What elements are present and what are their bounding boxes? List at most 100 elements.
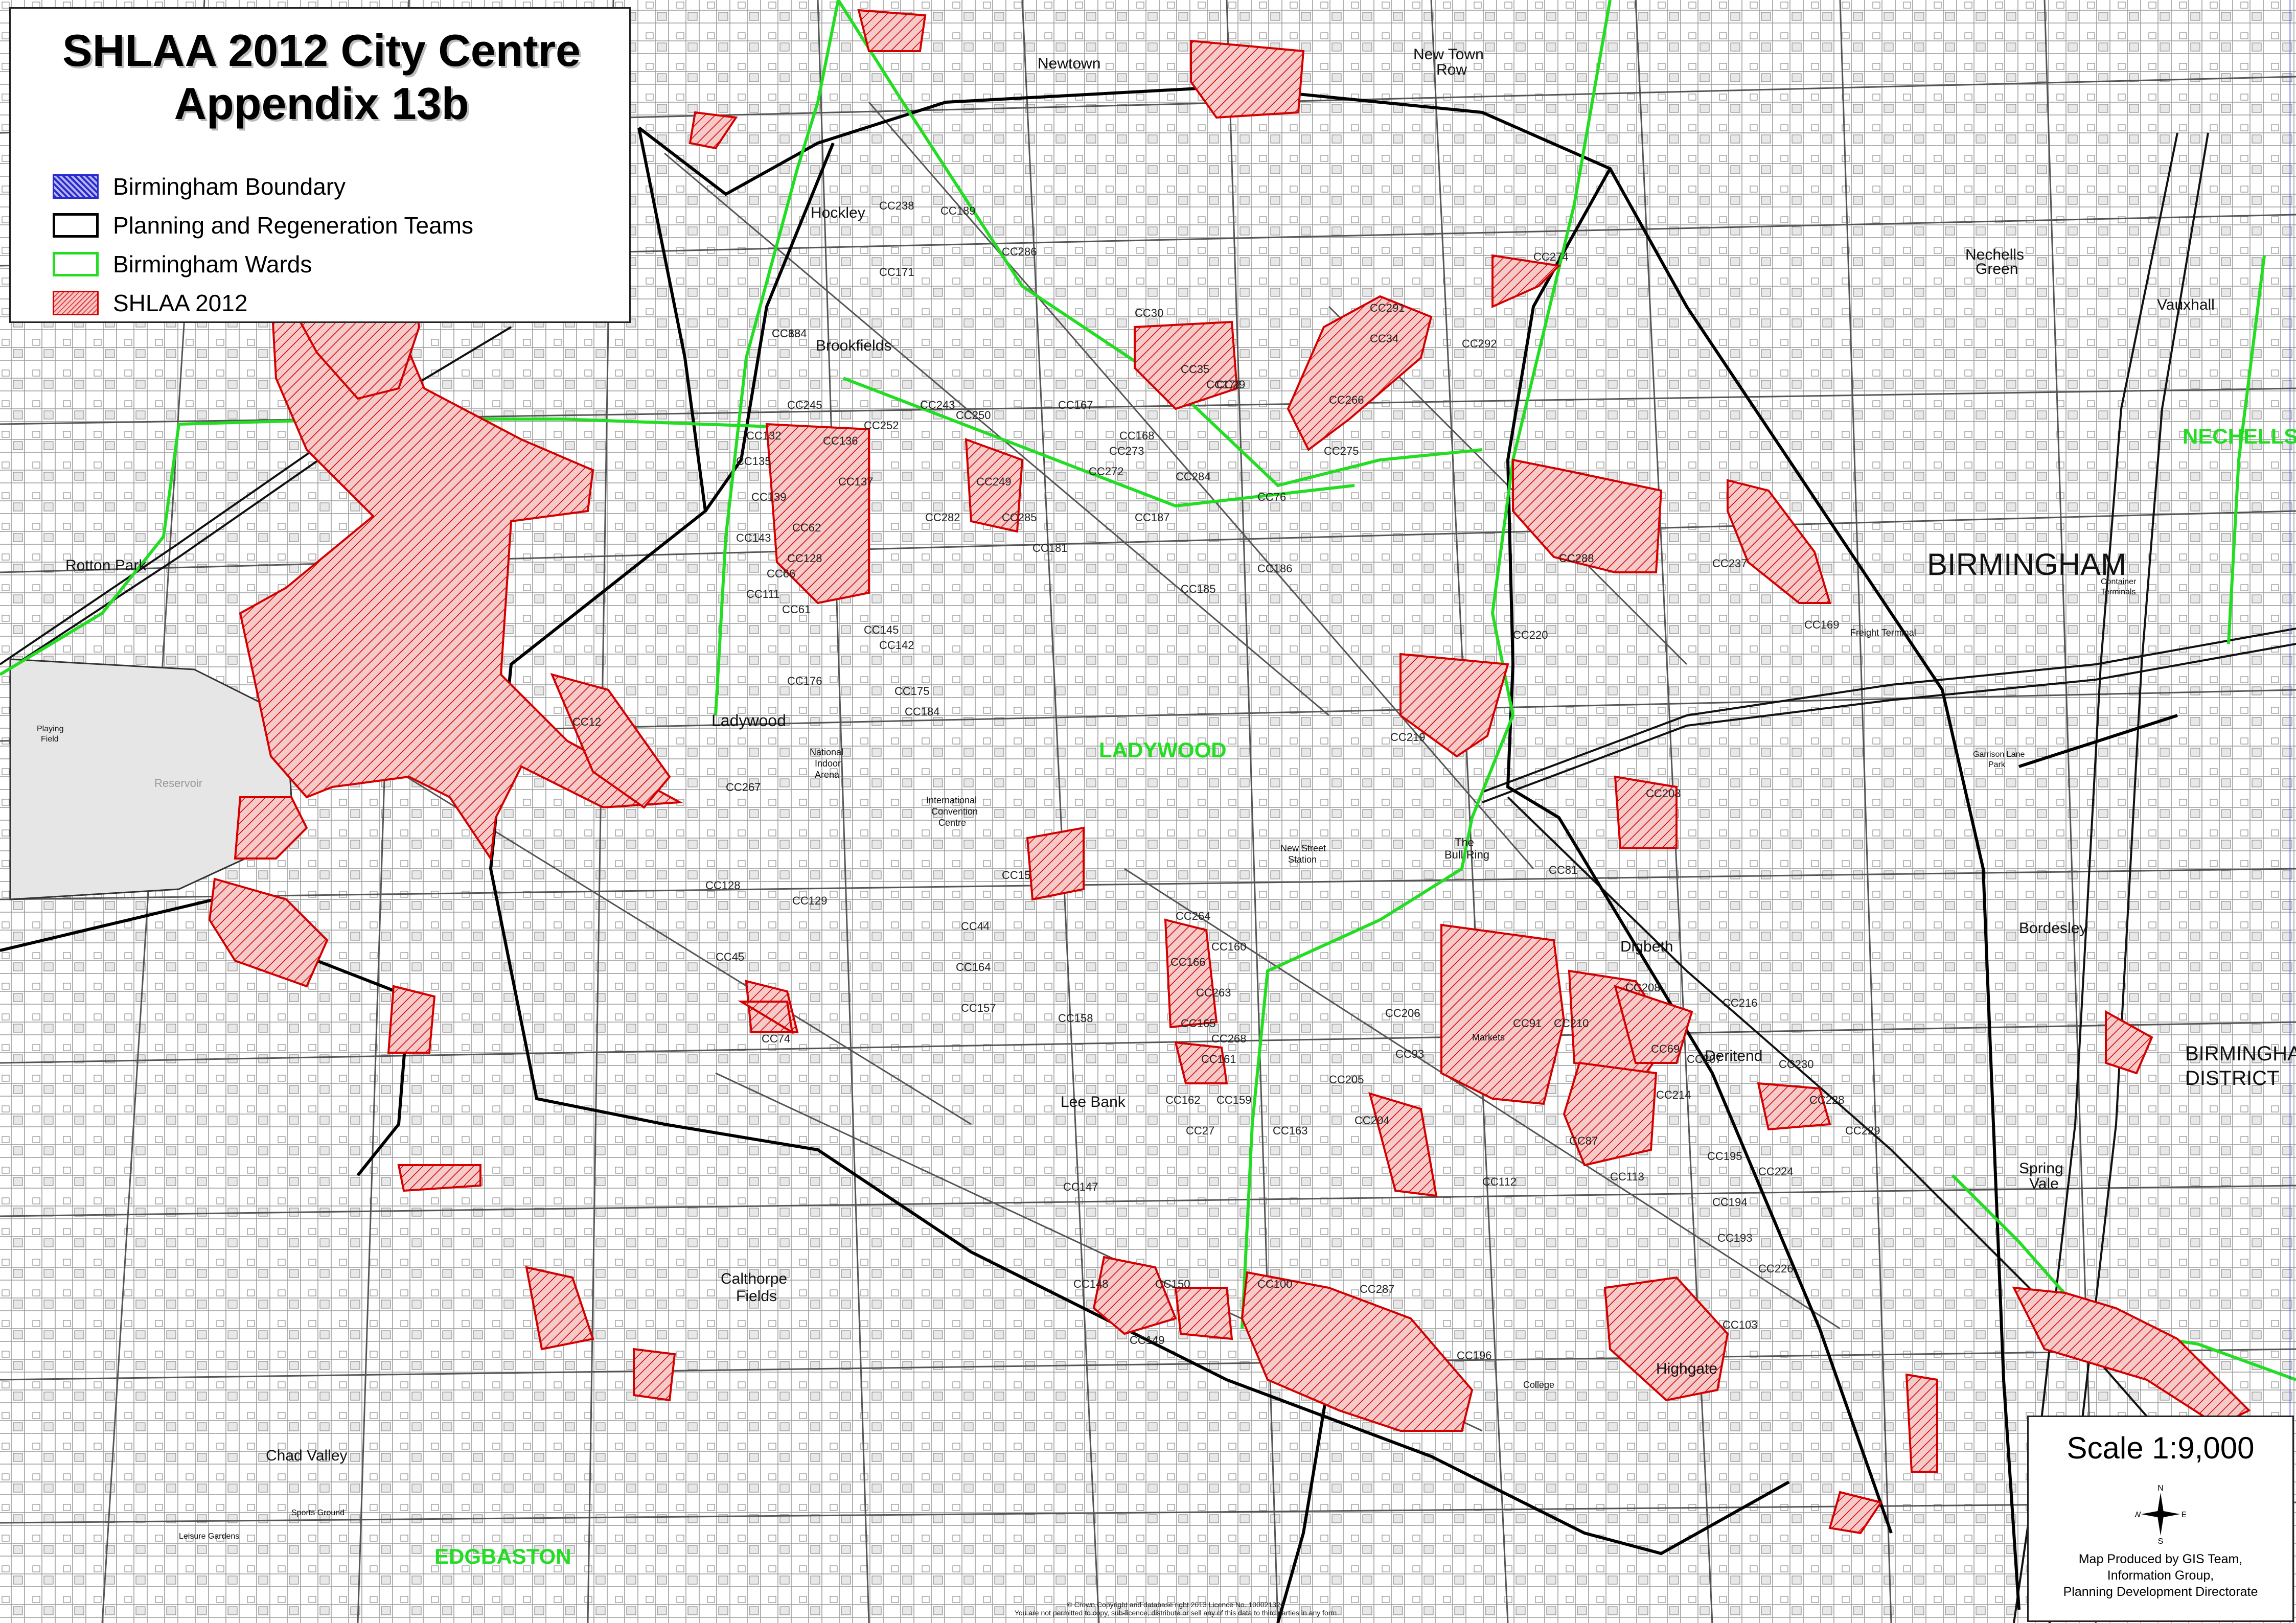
site-reference-label: CC291 (1370, 302, 1405, 314)
site-reference-label: CC210 (1554, 1017, 1589, 1030)
site-reference-label: CC204 (1354, 1114, 1390, 1127)
label-hockley: Hockley (811, 204, 865, 221)
site-reference-label: CC135 (736, 455, 771, 468)
wards-swatch-icon (53, 252, 99, 276)
label-calthorpe-2: Fields (736, 1288, 777, 1305)
label-nia-2: Indoor (815, 758, 841, 769)
shlaa-site (1026, 826, 1085, 901)
site-reference-label: CC237 (1712, 557, 1748, 570)
site-reference-label: CC129 (792, 894, 828, 907)
site-reference-label: CC143 (736, 531, 771, 544)
label-sports-ground: Sports Ground (291, 1509, 345, 1517)
site-reference-label: CC164 (956, 961, 991, 973)
site-reference-label: CC163 (1273, 1124, 1308, 1137)
site-reference-label: CC229 (1845, 1124, 1880, 1137)
scale-text: Scale 1:9,000 (2067, 1431, 2255, 1465)
shlaa-site (1828, 1491, 1883, 1535)
site-reference-label: CC171 (879, 266, 914, 279)
site-reference-label: CC91 (1513, 1017, 1542, 1030)
site-reference-label: CC74 (762, 1032, 791, 1045)
site-reference-label: CC175 (894, 685, 930, 698)
site-reference-label: CC206 (1385, 1007, 1420, 1019)
shlaa-site (208, 877, 329, 988)
site-reference-label: CC249 (976, 475, 1012, 488)
map-title-line-2: Appendix 13b (174, 78, 469, 129)
credit-line-3: Planning Development Directorate (2063, 1585, 2258, 1599)
copyright-notice: © Crown Copyright and database right 201… (843, 1601, 1508, 1617)
label-birmingham-district-2: DISTRICT (2185, 1067, 2280, 1089)
site-reference-label: CC268 (1211, 1032, 1247, 1045)
site-reference-label: CC35 (1181, 363, 1210, 376)
site-reference-label: CC266 (1329, 393, 1364, 406)
label-playing-2: Field (41, 735, 59, 744)
compass-e: E (2182, 1511, 2186, 1519)
label-nechells-green-2: Green (1976, 261, 2018, 277)
site-reference-label: CC275 (1324, 445, 1359, 457)
site-reference-label: CC134 (772, 327, 807, 340)
site-reference-label: CC284 (1176, 470, 1211, 483)
label-newtown: Newtown (1038, 55, 1101, 72)
map-title: SHLAA 2012 City Centre Appendix 13b (11, 24, 632, 130)
site-reference-label: CC147 (1063, 1180, 1098, 1193)
site-reference-label: CC186 (1257, 562, 1293, 575)
site-reference-label: CC274 (1533, 250, 1569, 263)
site-reference-label: CC93 (1395, 1048, 1425, 1060)
compass-rose-icon: N S W E (2135, 1484, 2186, 1545)
site-reference-label: CC137 (838, 475, 874, 488)
shlaa-site (1614, 775, 1678, 849)
ward-label-nechells: NECHELLS (2183, 424, 2296, 448)
label-lee-bank: Lee Bank (1061, 1094, 1126, 1110)
label-spring-vale-2: Vale (2029, 1175, 2059, 1192)
boundary-swatch-icon (53, 174, 99, 199)
site-reference-label: CC148 (1073, 1278, 1109, 1290)
copyright-line-2: You are not permitted to copy, sub-licen… (1014, 1609, 1337, 1617)
legend-label-wards: Birmingham Wards (113, 251, 312, 277)
site-reference-label: CC226 (1758, 1262, 1794, 1275)
legend-label-teams: Planning and Regeneration Teams (113, 212, 473, 239)
site-reference-label: CC208 (1625, 981, 1661, 994)
label-birmingham: BIRMINGHAM (1927, 547, 2126, 582)
legend-label-shlaa: SHLAA 2012 (113, 290, 248, 316)
shlaa-site (1563, 1061, 1658, 1167)
label-bull-ring-1: The (1455, 836, 1474, 849)
legend-item-wards: Birmingham Wards (53, 249, 312, 280)
site-reference-label: CC196 (1457, 1349, 1492, 1362)
label-playing-1: Playing (37, 725, 64, 733)
site-reference-label: CC45 (716, 950, 745, 963)
shlaa-site (1757, 1082, 1831, 1131)
site-reference-label: CC165 (1181, 1017, 1216, 1030)
site-reference-label: CC160 (1211, 940, 1247, 953)
site-reference-label: CC69 (1651, 1042, 1680, 1055)
shlaa-site (1368, 1092, 1438, 1197)
site-reference-label: CC230 (1779, 1058, 1814, 1071)
label-icc-3: Centre (938, 818, 967, 828)
site-reference-label: CC128 (705, 879, 741, 892)
legend-item-boundary: Birmingham Boundary (53, 171, 346, 202)
shlaa-site (857, 9, 927, 52)
site-reference-label: CC243 (920, 399, 955, 411)
shlaa-site (1512, 458, 1663, 573)
label-garrison-2: Park (1988, 760, 2005, 769)
site-reference-label: CC287 (1360, 1283, 1395, 1295)
site-reference-label: CC162 (1165, 1094, 1201, 1106)
shlaa-site (1164, 918, 1218, 1029)
teams-swatch-icon (53, 213, 99, 238)
site-reference-label: CC292 (1462, 337, 1497, 350)
site-reference-label: CC29 (1216, 378, 1246, 391)
site-reference-label: CC103 (1723, 1318, 1758, 1331)
site-reference-label: CC205 (1329, 1073, 1364, 1086)
shlaa-site (1440, 923, 1566, 1105)
site-reference-label: CC288 (1559, 552, 1594, 565)
site-reference-label: CC157 (961, 1002, 996, 1014)
map-title-line-1: SHLAA 2012 City Centre (62, 25, 581, 76)
shlaa-site (550, 673, 671, 809)
site-reference-label: CC282 (925, 511, 960, 524)
site-reference-label: CC169 (1804, 618, 1840, 631)
site-reference-label: CC161 (1201, 1053, 1236, 1065)
shlaa-site (1614, 984, 1693, 1064)
legend-item-teams: Planning and Regeneration Teams (53, 210, 473, 241)
shlaa-site (1491, 254, 1562, 309)
shlaa-site (1727, 479, 1831, 604)
site-reference-label: CC181 (1032, 542, 1068, 554)
site-reference-label: CC128 (787, 552, 822, 565)
